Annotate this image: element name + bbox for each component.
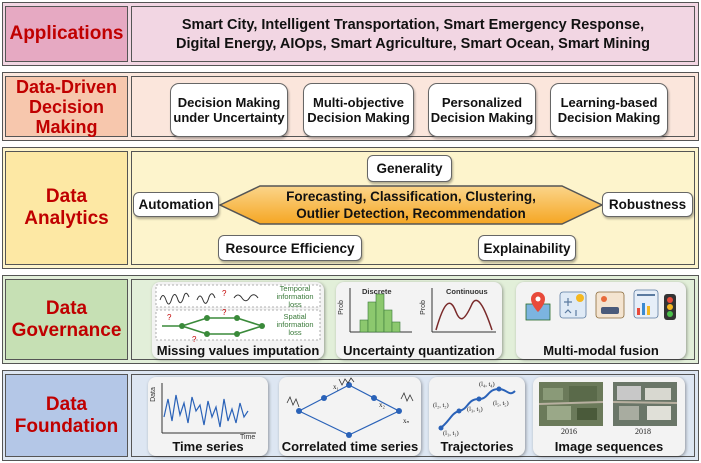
generality-pill: Generality	[367, 155, 452, 182]
trajectories-caption: Trajectories	[440, 439, 514, 454]
decision-card-uncertainty: Decision Making under Uncertainty	[170, 83, 288, 137]
analytics-center-line-2: Outlier Detection, Recommendation	[296, 206, 526, 221]
svg-text:xₙ: xₙ	[403, 417, 410, 425]
decision-card-personalized: Personalized Decision Making	[428, 83, 536, 137]
svg-text:?: ?	[222, 289, 227, 298]
analytics-center-line-1: Forecasting, Classification, Clustering,	[286, 189, 536, 204]
uncertainty-panel: Discrete Continuous Prob Prob Uncertaint…	[336, 282, 502, 359]
robustness-pill: Robustness	[602, 192, 693, 217]
traffic-light-icon	[664, 294, 676, 320]
automation-pill: Automation	[133, 192, 219, 217]
data-axis-label: Data	[149, 387, 157, 402]
applications-label: Applications	[5, 6, 128, 62]
missing-values-illustration: ? ? ? ?	[155, 284, 321, 342]
traffic-camera-icon	[595, 291, 625, 319]
multimodal-caption: Multi-modal fusion	[543, 343, 659, 358]
time-series-panel: Data Time Time series	[148, 377, 268, 456]
svg-text:x₁: x₁	[333, 383, 339, 391]
svg-text:(l₁, t₁): (l₁, t₁)	[443, 430, 459, 437]
resource-efficiency-pill: Resource Efficiency	[218, 235, 362, 261]
foundation-label: Data Foundation	[5, 374, 128, 457]
analytics-label: Data Analytics	[5, 151, 128, 265]
image-sequences-panel: 2016 2018 Image sequences	[533, 377, 685, 456]
applications-text: Smart City, Intelligent Transportation, …	[131, 16, 695, 54]
year-2016-label: 2016	[561, 427, 577, 436]
missing-values-caption: Missing values imputation	[156, 343, 320, 358]
svg-text:(l₂, t₂): (l₂, t₂)	[433, 402, 449, 409]
multimodal-panel: Multi-modal fusion	[516, 282, 686, 359]
decision-label: Data-Driven Decision Making	[5, 76, 128, 137]
time-series-caption: Time series	[172, 439, 244, 454]
applications-pane	[131, 6, 695, 62]
satellite-image-2016	[539, 382, 603, 426]
analytics-center-text: Forecasting, Classification, Clustering,…	[240, 188, 582, 222]
trajectories-illustration: (l₁, t₁) (l₂, t₂) (l₃, t₃) (l₄, t₄) (l₅,…	[433, 381, 516, 437]
time-series-illustration	[161, 383, 256, 434]
trajectories-panel: (l₁, t₁) (l₂, t₂) (l₃, t₃) (l₄, t₄) (l₅,…	[429, 377, 525, 456]
year-2018-label: 2018	[635, 427, 651, 436]
multimodal-illustration	[525, 289, 676, 321]
weather-icon	[559, 291, 587, 319]
decision-card-learning-based: Learning-based Decision Making	[550, 83, 668, 137]
svg-text:(l₄, t₄): (l₄, t₄)	[479, 381, 495, 388]
svg-text:x₂: x₂	[379, 401, 386, 409]
svg-text:?: ?	[222, 308, 227, 317]
satellite-image-2018	[613, 382, 677, 426]
spatial-loss-label: Spatial information loss	[276, 312, 314, 337]
continuous-label: Continuous	[446, 287, 488, 296]
prob-label-right: Prob	[419, 300, 427, 315]
svg-text:?: ?	[167, 313, 172, 322]
prob-label-left: Prob	[337, 300, 345, 315]
correlated-panel: x₁ x₂ xₙ Correlated time series	[279, 377, 421, 456]
decision-card-multi-objective: Multi-objective Decision Making	[303, 83, 414, 137]
svg-text:(l₃, t₃): (l₃, t₃)	[467, 406, 483, 413]
correlated-caption: Correlated time series	[281, 439, 419, 454]
image-sequences-caption: Image sequences	[554, 439, 664, 454]
uncertainty-illustration	[349, 288, 496, 333]
discrete-label: Discrete	[362, 287, 392, 296]
uncertainty-caption: Uncertainty quantization	[343, 343, 495, 358]
svg-text:(l₅, t₅): (l₅, t₅)	[493, 400, 509, 407]
map-pin-icon	[525, 292, 551, 321]
correlated-illustration: x₁ x₂ xₙ	[286, 377, 414, 438]
time-axis-label: Time	[240, 434, 256, 441]
applications-line-2: Digital Energy, AIOps, Smart Agriculture…	[175, 36, 651, 52]
governance-label: Data Governance	[5, 279, 128, 360]
svg-text:?: ?	[192, 335, 197, 342]
temporal-loss-label: Temporal information loss	[276, 284, 314, 309]
applications-line-1: Smart City, Intelligent Transportation, …	[181, 17, 645, 33]
dashboard-icon	[633, 289, 659, 319]
missing-values-panel: ? ? ? ? Temporal information loss Spatia…	[152, 282, 324, 359]
explainability-pill: Explainability	[478, 235, 576, 261]
